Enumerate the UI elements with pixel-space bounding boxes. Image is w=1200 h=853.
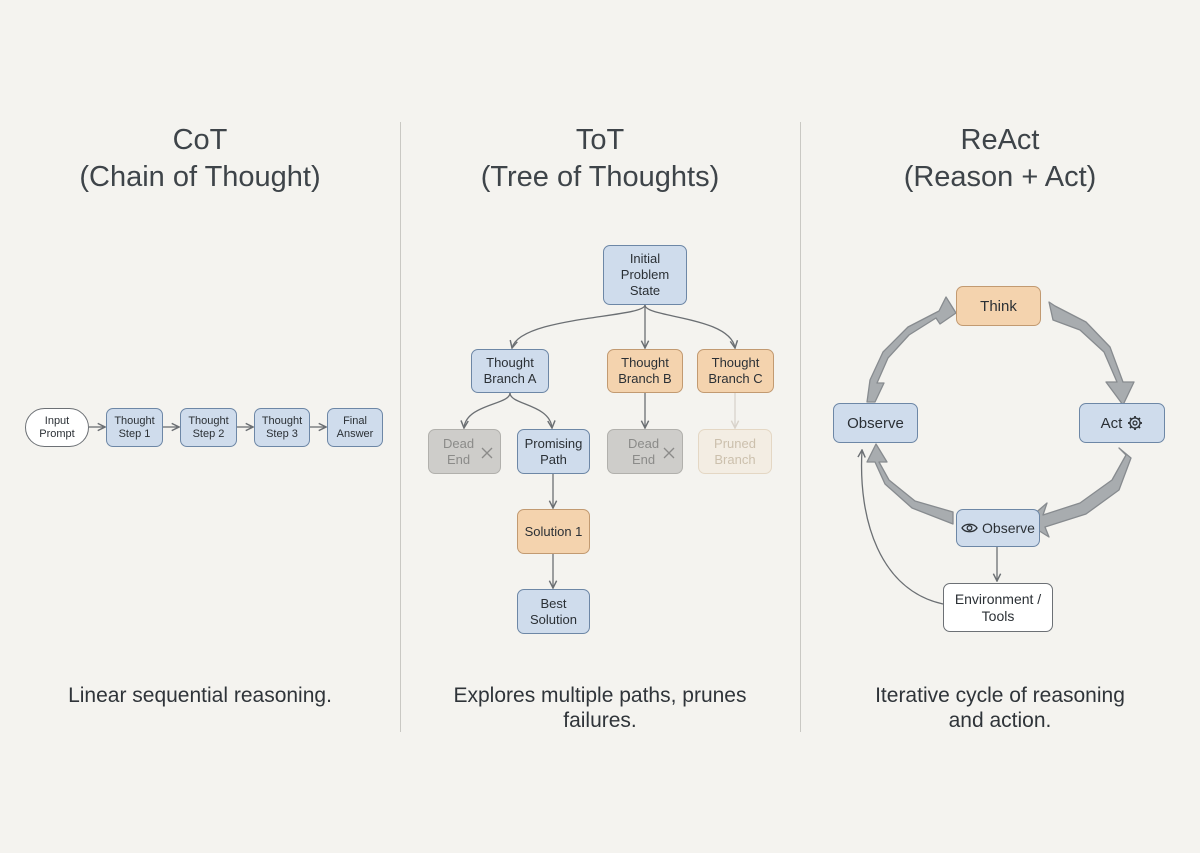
close-icon [481, 447, 493, 459]
close-icon [663, 447, 675, 459]
cot-title: CoT (Chain of Thought) [0, 122, 400, 196]
divider-1 [400, 122, 401, 732]
react-caption: Iterative cycle of reasoning and action. [875, 684, 1125, 732]
tot-title-line1: ToT [575, 124, 625, 156]
tot-edge-root-a [512, 304, 646, 348]
tot-title: ToT (Tree of Thoughts) [400, 122, 800, 196]
react-title-line1: ReAct [960, 124, 1040, 156]
react-node-observe-bottom: Observe [956, 509, 1040, 547]
react-title-line2: (Reason + Act) [903, 161, 1097, 193]
eye-icon [961, 523, 978, 533]
react-node-think: Think [956, 286, 1041, 326]
react-node-environment-tools: Environment /Tools [943, 583, 1053, 632]
cycle-arrow-act-observe [1024, 447, 1132, 538]
react-cycle-arrows [866, 296, 1135, 538]
cot-title-line1: CoT [172, 124, 228, 156]
react-node-act: Act [1079, 403, 1165, 443]
tot-node-solution-1: Solution 1 [517, 509, 590, 554]
tot-arrows [464, 304, 735, 588]
tot-edge-a-promising [509, 392, 552, 428]
tot-title-line2: (Tree of Thoughts) [480, 161, 720, 193]
tot-edge-a-dead [464, 392, 511, 428]
react-node-observe-left: Observe [833, 403, 918, 443]
cycle-arrow-observe-observe [866, 443, 954, 525]
gear-icon [1128, 416, 1143, 430]
cot-caption: Linear sequential reasoning. [68, 684, 332, 707]
react-edge-env-observe [862, 450, 944, 605]
cycle-arrow-think-act [1048, 301, 1135, 406]
cot-title-line2: (Chain of Thought) [79, 161, 321, 193]
divider-2 [800, 122, 801, 732]
tot-caption: Explores multiple paths, prunes failures… [453, 684, 747, 732]
cycle-arrow-observe-think [866, 296, 957, 403]
tot-edge-root-c [644, 304, 735, 348]
react-title: ReAct (Reason + Act) [800, 122, 1200, 196]
